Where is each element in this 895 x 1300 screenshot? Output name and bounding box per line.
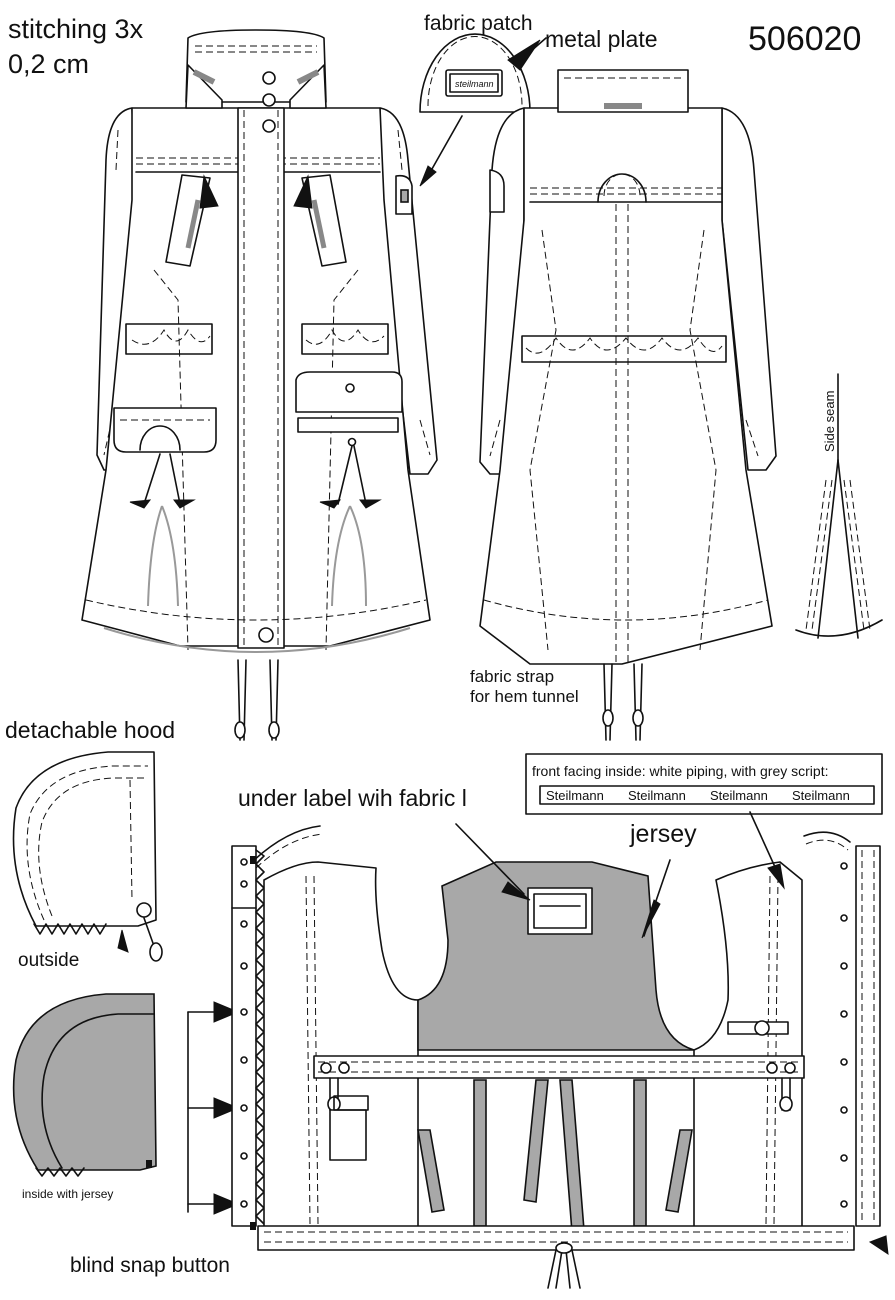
- facing-note-box: front facing inside: white piping, with …: [525, 753, 883, 815]
- hood-inside-view: [12, 993, 157, 1177]
- fabric-patch-label: fabric patch: [424, 12, 533, 35]
- hood-outside-view: [12, 751, 163, 962]
- piping-script-1: Steilmann: [546, 788, 604, 803]
- fabric-strap-label-line1: fabric strap: [470, 667, 554, 686]
- stitching-label: stitching 3x: [8, 14, 144, 44]
- piping-script-3: Steilmann: [710, 788, 768, 803]
- under-label-text: under label wih fabric l: [238, 785, 467, 811]
- side-seam-detail: Side seam: [795, 373, 883, 639]
- jacket-inside-view: [231, 811, 889, 1289]
- metal-plate-brand: steilmann: [455, 79, 494, 89]
- facing-note-text: front facing inside: white piping, with …: [532, 763, 828, 779]
- fabric-patch-detail: steilmann: [419, 33, 547, 187]
- style-number: 506020: [748, 20, 861, 58]
- detachable-hood-label: detachable hood: [5, 717, 175, 743]
- metal-plate-label: metal plate: [545, 26, 658, 52]
- blind-snap-button-label: blind snap button: [70, 1254, 230, 1277]
- piping-script-4: Steilmann: [792, 788, 850, 803]
- side-seam-label: Side seam: [822, 391, 837, 452]
- hood-outside-label: outside: [18, 950, 79, 971]
- fabric-strap-label-line2: for hem tunnel: [470, 687, 579, 706]
- jacket-back-view: [479, 69, 777, 741]
- stitching-width-label: 0,2 cm: [8, 49, 89, 79]
- blind-snap-pointer: [187, 1001, 240, 1215]
- hood-inside-label: inside with jersey: [22, 1187, 113, 1201]
- piping-script-2: Steilmann: [628, 788, 686, 803]
- jersey-label: jersey: [629, 820, 697, 848]
- jacket-front-view: [81, 29, 438, 741]
